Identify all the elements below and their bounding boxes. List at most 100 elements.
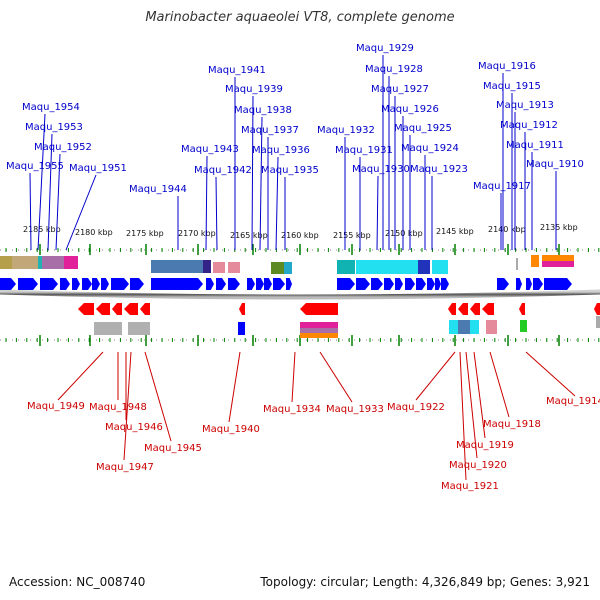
scale-label: 2160 kbp	[281, 231, 319, 240]
gene-label[interactable]: Maqu_1945	[144, 443, 202, 454]
gene-label[interactable]: Maqu_1933	[326, 404, 384, 415]
gene-arrow	[111, 278, 129, 290]
leader-line	[205, 155, 208, 251]
gene-label[interactable]: Maqu_1912	[500, 120, 558, 131]
gene-label[interactable]: Maqu_1953	[25, 122, 83, 133]
gene-arrow	[482, 303, 494, 315]
leader-line	[57, 351, 104, 401]
gene-arrow	[112, 303, 122, 315]
leader-line	[291, 351, 296, 403]
gene-arrow	[228, 278, 240, 290]
leader-line	[489, 351, 510, 418]
gene-label[interactable]: Maqu_1920	[449, 460, 507, 471]
gene-label[interactable]: Maqu_1936	[252, 145, 310, 156]
gene-arrow	[78, 303, 94, 315]
gene-label[interactable]: Maqu_1924	[401, 143, 459, 154]
gene-arrow	[18, 278, 38, 290]
gene-label[interactable]: Maqu_1938	[234, 105, 292, 116]
gene-label[interactable]: Maqu_1942	[194, 165, 252, 176]
gene-label[interactable]: Maqu_1932	[317, 125, 375, 136]
gene-label[interactable]: Maqu_1934	[263, 404, 321, 415]
gene-arrow	[256, 278, 264, 290]
gene-label[interactable]: Maqu_1923	[410, 164, 468, 175]
gene-label[interactable]: Maqu_1930	[352, 164, 410, 175]
gene-label[interactable]: Maqu_1926	[381, 104, 439, 115]
leader-line	[473, 351, 486, 439]
gene-arrow	[458, 303, 468, 315]
gene-label[interactable]: Maqu_1914	[546, 396, 600, 407]
gene-label[interactable]: Maqu_1949	[27, 401, 85, 412]
gene-label[interactable]: Maqu_1944	[129, 184, 187, 195]
gene-label[interactable]: Maqu_1910	[526, 159, 584, 170]
gene-label[interactable]: Maqu_1954	[22, 102, 80, 113]
gene-label[interactable]: Maqu_1922	[387, 402, 445, 413]
leader-line	[376, 175, 379, 251]
gene-arrow	[206, 278, 214, 290]
gene-label[interactable]: Maqu_1939	[225, 84, 283, 95]
leader-line	[319, 351, 353, 403]
gene-label[interactable]: Maqu_1943	[181, 144, 239, 155]
gene-arrow	[300, 303, 338, 315]
gene-arrow	[497, 278, 509, 290]
gene-label[interactable]: Maqu_1948	[89, 402, 147, 413]
leader-line	[259, 116, 263, 251]
gene-arrow	[519, 303, 525, 315]
gene-label[interactable]: Maqu_1952	[34, 142, 92, 153]
gene-arrow	[247, 278, 255, 290]
leader-line	[47, 133, 53, 251]
scale-ticks	[5, 244, 600, 346]
gene-arrow	[384, 278, 394, 290]
leader-line	[215, 176, 218, 251]
gene-label[interactable]: Maqu_1937	[241, 125, 299, 136]
gene-label[interactable]: Maqu_1947	[96, 462, 154, 473]
leader-line	[144, 351, 172, 442]
gene-label[interactable]: Maqu_1913	[496, 100, 554, 111]
gene-arrow	[435, 278, 441, 290]
gene-arrow	[151, 278, 203, 290]
gene-arrow	[371, 278, 383, 290]
leader-line	[465, 351, 478, 459]
gene-arrow	[544, 278, 572, 290]
reverse-strand-genes	[78, 303, 600, 315]
gene-label[interactable]: Maqu_1916	[478, 61, 536, 72]
gene-label[interactable]: Maqu_1931	[335, 145, 393, 156]
scale-label: 2175 kbp	[126, 229, 164, 238]
gene-label[interactable]: Maqu_1911	[506, 140, 564, 151]
gene-arrow	[395, 278, 403, 290]
gene-label[interactable]: Maqu_1919	[456, 440, 514, 451]
leader-line	[123, 351, 132, 461]
scale-label: 2140 kbp	[488, 225, 526, 234]
gene-arrow	[140, 303, 150, 315]
scale-label: 2170 kbp	[178, 229, 216, 238]
gene-arrow	[96, 303, 110, 315]
gene-label[interactable]: Maqu_1927	[371, 84, 429, 95]
leader-line	[275, 156, 279, 251]
gene-arrow	[124, 303, 138, 315]
scale-label: 2145 kbp	[436, 227, 474, 236]
gene-label[interactable]: Maqu_1946	[105, 422, 163, 433]
gene-arrow	[82, 278, 92, 290]
gene-label[interactable]: Maqu_1951	[69, 163, 127, 174]
gene-arrow	[533, 278, 543, 290]
leader-line	[415, 351, 456, 401]
gene-label[interactable]: Maqu_1929	[356, 43, 414, 54]
scale-label: 2180 kbp	[75, 228, 113, 237]
gene-label[interactable]: Maqu_1917	[473, 181, 531, 192]
gene-label[interactable]: Maqu_1928	[365, 64, 423, 75]
gene-label[interactable]: Maqu_1918	[483, 419, 541, 430]
gene-label[interactable]: Maqu_1935	[261, 165, 319, 176]
gene-label[interactable]: Maqu_1915	[483, 81, 541, 92]
gene-arrow	[239, 303, 245, 315]
leader-line	[65, 174, 97, 251]
forward-strand-genes	[0, 278, 572, 290]
accession-label: Accession: NC_008740	[9, 575, 146, 589]
leader-line	[55, 153, 61, 251]
gene-label[interactable]: Maqu_1955	[6, 161, 64, 172]
gene-label[interactable]: Maqu_1925	[394, 123, 452, 134]
topology-label: Topology: circular; Length: 4,326,849 bp…	[260, 575, 590, 589]
gene-label[interactable]: Maqu_1940	[202, 424, 260, 435]
gene-arrow	[337, 278, 355, 290]
gene-label[interactable]: Maqu_1921	[441, 481, 499, 492]
gene-label[interactable]: Maqu_1941	[208, 65, 266, 76]
